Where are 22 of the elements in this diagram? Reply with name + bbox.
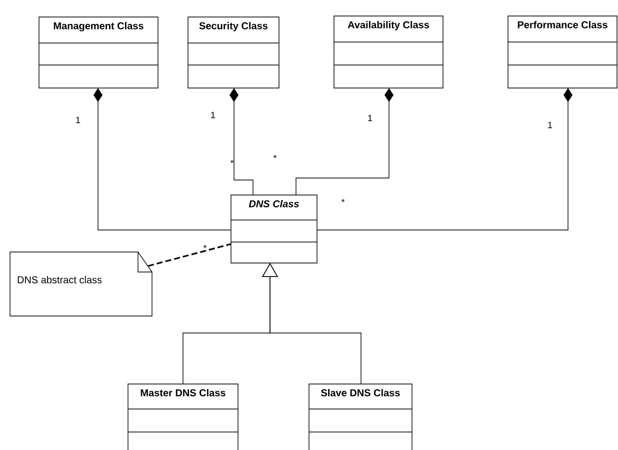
multiplicity-label: 1 [368, 114, 372, 122]
class-box: Slave DNS Class [308, 384, 412, 450]
class-box: DNS Class [230, 194, 318, 264]
class-box: Security Class [188, 16, 280, 88]
multiplicity-label: * [230, 160, 234, 164]
multiplicity-label: 1 [548, 122, 552, 128]
composition-line [230, 88, 254, 196]
generalization-arrow [262, 263, 362, 384]
note-box: DNS abstract class [10, 252, 152, 316]
composition-line [316, 88, 572, 230]
class-box: Master DNS Class [128, 384, 238, 450]
multiplicity-label: 1 [211, 112, 216, 118]
class-box: Availability Class [334, 16, 444, 88]
multiplicity-label: * [341, 198, 345, 202]
multiplicity-label: * [203, 244, 207, 248]
multiplicity-label: 1 [76, 116, 80, 124]
dashed-line [148, 243, 232, 267]
composition-line [94, 88, 232, 230]
multiplicity-label: * [273, 154, 277, 158]
composition-line [296, 88, 394, 196]
class-box: Management Class [38, 16, 158, 88]
class-box: Performance Class [508, 16, 618, 88]
